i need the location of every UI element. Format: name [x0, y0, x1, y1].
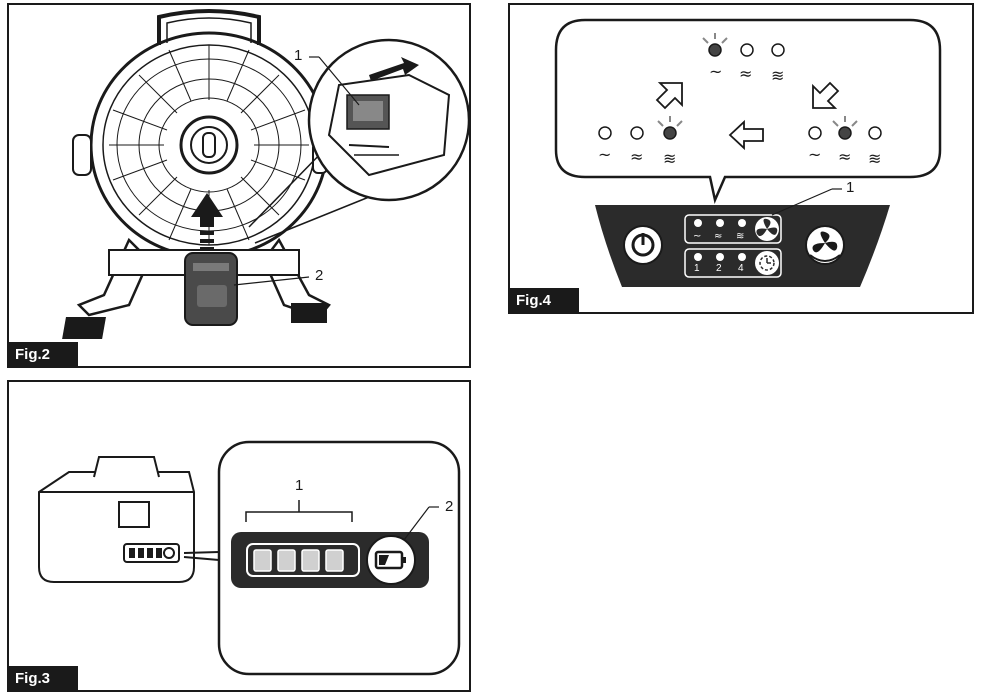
battery-pack	[184, 252, 238, 326]
timer-label-2: 2	[716, 263, 722, 274]
callout-1: 1	[294, 47, 303, 64]
battery-icon	[374, 550, 406, 570]
battery-body	[38, 456, 195, 583]
callout-1: 1	[846, 179, 855, 196]
insert-arrow-icon	[191, 193, 223, 251]
timer-label-1: 1	[694, 263, 700, 274]
svg-text:≈: ≈	[739, 64, 752, 83]
svg-text:≈: ≈	[630, 147, 643, 166]
svg-text:≈: ≈	[838, 147, 851, 166]
mode-indicator-left: ~ ≈ ≋	[598, 116, 683, 168]
svg-text:≋: ≋	[736, 231, 744, 242]
control-panel	[595, 205, 890, 287]
figure-label: Fig.2	[9, 342, 79, 366]
cycle-arrow-icon	[655, 81, 840, 151]
figure-4: ~ ≈ ≋ ~ ≈ ≋ ~ ≈ ≋	[508, 3, 974, 314]
mode-indicator-top: ~ ≈ ≋	[702, 33, 785, 85]
callout-2: 2	[315, 267, 324, 284]
svg-text:~: ~	[709, 62, 722, 81]
power-button[interactable]	[623, 225, 663, 265]
swing-fan-icon[interactable]	[805, 225, 845, 265]
control-panel-illustration: ~ ≈ ≋ ~ ≈ ≋ ~ ≈ ≋	[554, 18, 942, 287]
figure-label: Fig.4	[510, 288, 580, 312]
mode-indicator-right: ~ ≈ ≋	[808, 116, 882, 168]
svg-text:≋: ≋	[663, 149, 676, 168]
speed-leds: ~ ≈ ≋	[693, 219, 746, 242]
figure-2: 1 2 Fig.2	[7, 3, 471, 368]
svg-text:~: ~	[693, 231, 701, 242]
charger-illustration	[38, 440, 461, 676]
svg-text:≋: ≋	[771, 66, 784, 85]
callout-1: 1	[295, 477, 304, 494]
svg-text:~: ~	[598, 145, 611, 164]
figure-label: Fig.3	[9, 666, 79, 690]
svg-text:≋: ≋	[868, 149, 881, 168]
zoom-detail	[248, 38, 469, 244]
fan-icon[interactable]	[755, 217, 779, 241]
callout-2: 2	[445, 498, 454, 515]
figure-3: 1 2 Fig.3	[7, 380, 471, 692]
svg-text:~: ~	[808, 145, 821, 164]
timer-label-4: 4	[738, 263, 744, 274]
fan-illustration	[62, 9, 469, 339]
timer-leds	[694, 253, 746, 261]
svg-text:≈: ≈	[714, 231, 722, 242]
timer-icon[interactable]	[755, 251, 779, 275]
level-bars	[253, 549, 344, 572]
